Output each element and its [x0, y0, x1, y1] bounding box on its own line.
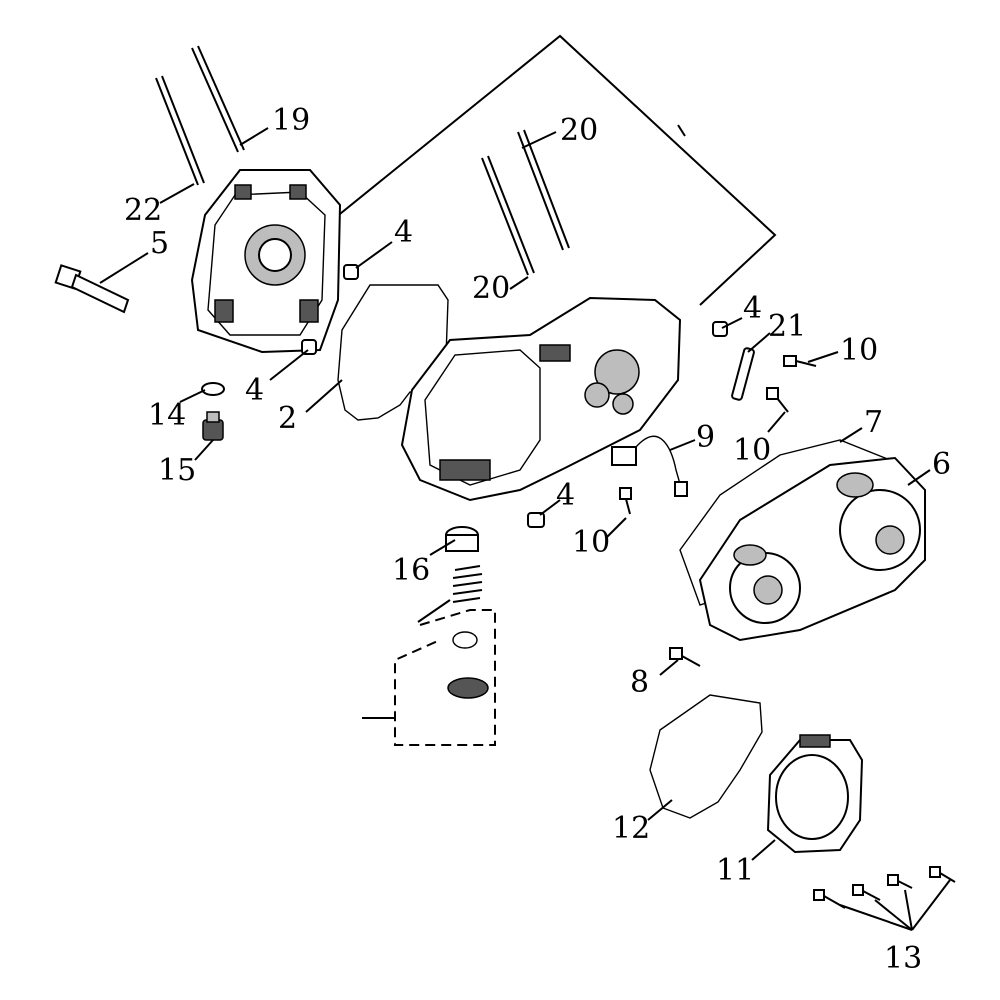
callout-11: 11	[716, 853, 754, 888]
callout-10-middle: 10	[733, 433, 771, 468]
bolt-10-upper	[783, 355, 817, 367]
callout-13: 13	[884, 941, 922, 976]
callout-8: 8	[630, 665, 649, 700]
leader-22	[159, 183, 195, 204]
bolt-8	[669, 647, 701, 667]
clutch-cover-6	[698, 456, 926, 642]
leader-10-upper	[807, 351, 839, 363]
callout-15: 15	[158, 453, 196, 488]
right-crankcase-half	[400, 296, 682, 502]
callout-12: 12	[612, 811, 650, 846]
leader-4-left	[269, 349, 309, 381]
callout-10-lower: 10	[572, 525, 610, 560]
spring	[452, 565, 483, 603]
callout-19: 19	[272, 103, 310, 138]
callout-5: 5	[150, 226, 169, 261]
callout-14: 14	[148, 398, 186, 433]
leader-9	[669, 439, 696, 451]
leader-16	[429, 539, 456, 556]
bolt-10-lower	[619, 487, 632, 515]
leader-20-left	[509, 276, 529, 290]
leader-10-lower	[605, 517, 627, 539]
bolt-10-middle	[766, 387, 789, 413]
dowel-pin-bottom	[527, 512, 545, 528]
callout-7: 7	[864, 405, 883, 440]
small-cover-gasket-12	[649, 694, 763, 819]
dowel-pin-lower-left	[301, 339, 317, 355]
oil-seal	[447, 677, 489, 699]
washer-14	[201, 382, 225, 396]
crankcase-assembly-bracket	[329, 34, 777, 306]
leader-8	[659, 659, 679, 676]
oil-strainer-cap-16	[445, 526, 479, 552]
leader-6	[907, 469, 931, 486]
crankcase-gasket-2	[337, 284, 449, 421]
leader-10-middle	[767, 411, 786, 433]
stud-20-right	[517, 129, 570, 251]
leader-4-upper	[355, 241, 393, 269]
o-ring	[452, 631, 478, 649]
leader-11	[751, 839, 776, 861]
bracket-tick	[677, 124, 686, 137]
leader-15	[194, 439, 214, 461]
leader-4-right	[721, 317, 743, 329]
callout-20-left: 20	[472, 271, 510, 306]
sensor-9	[611, 435, 688, 497]
leader-2	[305, 379, 343, 413]
pin-21	[731, 347, 755, 401]
leader-13	[839, 879, 951, 931]
callout-9: 9	[696, 420, 715, 455]
dowel-pin-upper-left	[343, 264, 359, 280]
bolt-5	[54, 264, 130, 314]
dowel-pin-right	[712, 321, 728, 337]
callout-4-bottom: 4	[556, 478, 575, 513]
leader-19	[239, 127, 269, 146]
stud-20-left	[481, 155, 535, 276]
leader-21	[747, 332, 771, 353]
leader-5	[99, 252, 149, 284]
callout-21: 21	[768, 309, 806, 344]
drain-plug-15	[202, 411, 224, 441]
left-crankcase-half	[190, 169, 342, 354]
callout-4-upper: 4	[394, 215, 413, 250]
callout-16: 16	[392, 553, 430, 588]
callout-20-right: 20	[560, 113, 598, 148]
callout-10-upper: 10	[840, 333, 878, 368]
bolts-13	[813, 866, 956, 909]
stud-19	[191, 45, 245, 153]
leader-12	[647, 799, 673, 821]
callout-4-right: 4	[743, 291, 762, 326]
callout-2: 2	[278, 401, 297, 436]
spring-pointer	[417, 599, 451, 623]
stud-22	[155, 75, 205, 186]
leader-14	[179, 389, 206, 403]
callout-6: 6	[932, 447, 951, 482]
callout-4-left: 4	[245, 373, 264, 408]
leader-20-right	[521, 131, 557, 149]
leader-7	[839, 427, 863, 443]
small-cover-11	[766, 734, 864, 854]
leader-4-bottom	[539, 499, 561, 516]
callout-22: 22	[124, 193, 162, 228]
sub-assembly-dashed-box	[394, 609, 496, 746]
